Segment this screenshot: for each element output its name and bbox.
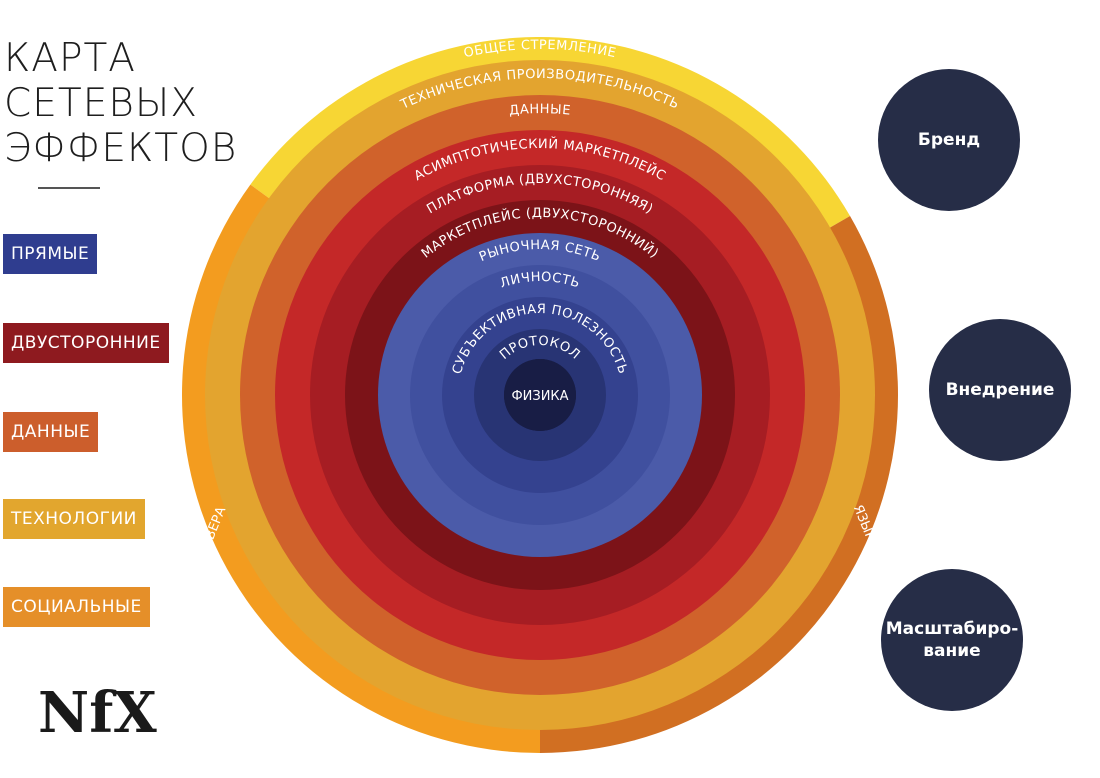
legend-direct: ПРЯМЫЕ xyxy=(3,234,98,274)
title-divider xyxy=(38,187,100,189)
legend-two-sided: ДВУСТОРОННИЕ xyxy=(3,323,169,363)
legend-social: СОЦИАЛЬНЫЕ xyxy=(3,587,150,627)
bubble-brand: Бренд xyxy=(878,69,1020,211)
ring-label-core: ФИЗИКА xyxy=(511,389,568,404)
legend-data: ДАННЫЕ xyxy=(3,412,99,452)
legend-technology: ТЕХНОЛОГИИ xyxy=(3,499,145,539)
page-title: КАРТА СЕТЕВЫХ ЭФФЕКТОВ xyxy=(4,36,237,171)
title-line-2: СЕТЕВЫХ xyxy=(4,81,199,126)
bubble-adoption: Внедрение xyxy=(929,319,1071,461)
nfx-logo-text: NfX xyxy=(38,680,157,744)
title-line-1: КАРТА xyxy=(4,36,136,81)
ring-label-8: ЛИЧНОСТЬ xyxy=(498,270,581,292)
ring-label-3: ДАННЫЕ xyxy=(508,102,571,119)
title-line-3: ЭФФЕКТОВ xyxy=(4,126,238,171)
bubble-scaling: Масштабиро-вание xyxy=(881,569,1023,711)
nfx-logo: NfX xyxy=(38,680,157,744)
ring-core xyxy=(504,359,576,431)
